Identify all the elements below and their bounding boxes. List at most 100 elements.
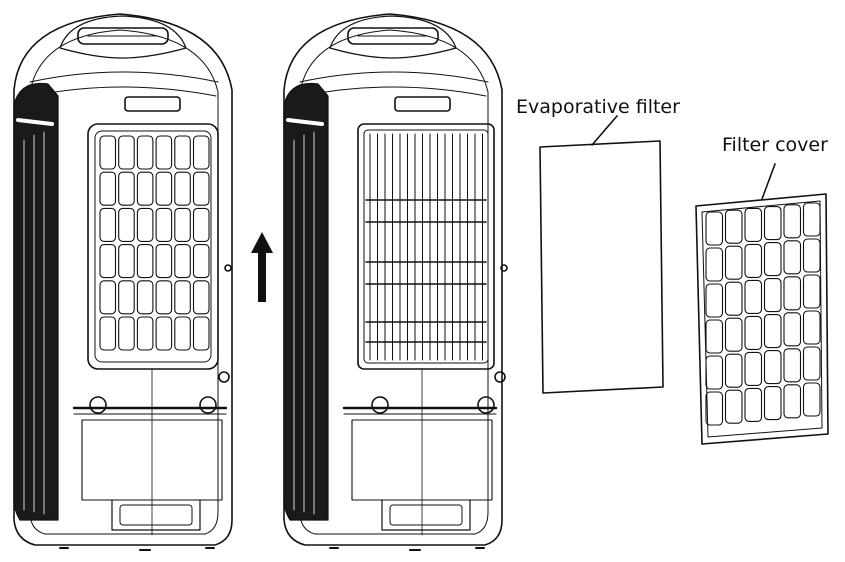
grid-cell bbox=[802, 202, 821, 237]
unit-2-water-tank bbox=[351, 419, 493, 501]
grid-cell bbox=[174, 316, 191, 351]
unit-1-filter-panel-inner bbox=[94, 130, 212, 363]
grid-cell bbox=[118, 244, 135, 279]
grid-cell bbox=[763, 350, 782, 385]
unit-1-side-pin bbox=[224, 264, 232, 272]
grid-cell bbox=[802, 346, 821, 381]
grid-cell bbox=[192, 280, 210, 315]
grid-cell bbox=[783, 384, 802, 419]
grid-cell bbox=[174, 280, 191, 315]
grid-cell bbox=[174, 135, 191, 170]
grid-cell bbox=[705, 211, 724, 246]
grid-cell bbox=[118, 316, 135, 351]
grid-cell bbox=[783, 240, 802, 275]
grid-cell bbox=[744, 351, 763, 386]
grid-cell bbox=[155, 316, 173, 351]
up-arrow-icon bbox=[251, 232, 273, 302]
grid-cell bbox=[118, 135, 135, 170]
grid-cell bbox=[802, 310, 821, 345]
grid-cell bbox=[705, 247, 724, 282]
grid-cell bbox=[174, 171, 191, 206]
unit-2-shoulder-2 bbox=[301, 86, 487, 97]
air-cooler-unit-closed bbox=[13, 13, 233, 551]
unit-1-tank-tray bbox=[111, 499, 201, 531]
grid-cell bbox=[99, 207, 117, 242]
unit-2-panel-handle bbox=[394, 96, 451, 112]
evaporative-filter-label: Evaporative filter bbox=[516, 96, 680, 118]
unit-2-wheel-right bbox=[477, 396, 495, 414]
grid-cell bbox=[99, 244, 117, 279]
grid-cell bbox=[802, 238, 821, 273]
grid-cell bbox=[99, 171, 117, 206]
filter-cover-part bbox=[695, 163, 829, 445]
unit-1-wheel-left bbox=[89, 396, 107, 414]
unit-2-wheel-left bbox=[371, 396, 389, 414]
grid-cell bbox=[763, 242, 782, 277]
unit-2-louvre-highlight bbox=[286, 118, 324, 126]
grid-cell bbox=[136, 280, 154, 315]
grid-cell bbox=[724, 389, 743, 424]
grid-cell bbox=[802, 382, 821, 417]
filter-cover-frame bbox=[695, 193, 829, 445]
grid-cell bbox=[763, 314, 782, 349]
unit-2-tank-tray bbox=[381, 499, 471, 531]
grid-cell bbox=[136, 316, 154, 351]
grid-cell bbox=[744, 387, 763, 422]
grid-cell bbox=[174, 244, 191, 279]
unit-1-louvre-highlight bbox=[16, 118, 54, 126]
grid-cell bbox=[118, 171, 135, 206]
grid-cell bbox=[136, 207, 154, 242]
filter-cover-grid bbox=[705, 202, 821, 426]
grid-cell bbox=[724, 281, 743, 316]
grid-cell bbox=[763, 206, 782, 241]
evaporative-filter-part bbox=[539, 115, 664, 394]
unit-1-shoulder bbox=[29, 71, 219, 83]
grid-cell bbox=[744, 315, 763, 350]
filter-cover-label: Filter cover bbox=[722, 134, 828, 156]
grid-cell bbox=[192, 171, 210, 206]
unit-1-water-tank bbox=[81, 419, 223, 501]
grid-cell bbox=[155, 135, 173, 170]
evaporative-filter-pad bbox=[539, 140, 664, 394]
air-cooler-unit-open bbox=[283, 13, 508, 551]
grid-cell bbox=[705, 319, 724, 354]
grid-cell bbox=[783, 204, 802, 239]
grid-cell bbox=[705, 391, 724, 426]
grid-cell bbox=[783, 276, 802, 311]
grid-cell bbox=[174, 207, 191, 242]
grid-cell bbox=[155, 171, 173, 206]
grid-cell bbox=[763, 278, 782, 313]
grid-cell bbox=[705, 355, 724, 390]
unit-1-body-inner bbox=[29, 29, 219, 535]
unit-1-panel-grid bbox=[99, 135, 210, 351]
grid-cell bbox=[136, 135, 154, 170]
unit-2-cavity-inner bbox=[363, 129, 489, 364]
unit-1-louvre-slats bbox=[23, 131, 45, 515]
grid-cell bbox=[744, 243, 763, 278]
grid-cell bbox=[192, 135, 210, 170]
unit-2-side-knob bbox=[494, 371, 506, 383]
unit-1-body-outline bbox=[13, 13, 233, 546]
grid-cell bbox=[99, 280, 117, 315]
unit-2-louvre-slats bbox=[293, 131, 315, 515]
grid-cell bbox=[155, 207, 173, 242]
grid-cell bbox=[136, 244, 154, 279]
grid-cell bbox=[155, 280, 173, 315]
unit-1-shoulder-2 bbox=[31, 86, 217, 97]
grid-cell bbox=[744, 279, 763, 314]
grid-cell bbox=[155, 244, 173, 279]
grid-cell bbox=[192, 244, 210, 279]
unit-1-side-knob bbox=[218, 371, 230, 383]
unit-1-panel-handle bbox=[124, 96, 181, 112]
unit-2-tank-slot bbox=[389, 504, 463, 526]
unit-1-wheel-right bbox=[199, 396, 217, 414]
filter-cover-leader bbox=[761, 163, 776, 200]
grid-cell bbox=[802, 274, 821, 309]
grid-cell bbox=[705, 283, 724, 318]
unit-1-top-dome bbox=[59, 15, 187, 59]
unit-2-side-louvre bbox=[283, 82, 329, 521]
grid-cell bbox=[724, 353, 743, 388]
grid-cell bbox=[99, 135, 117, 170]
grid-cell bbox=[724, 245, 743, 280]
